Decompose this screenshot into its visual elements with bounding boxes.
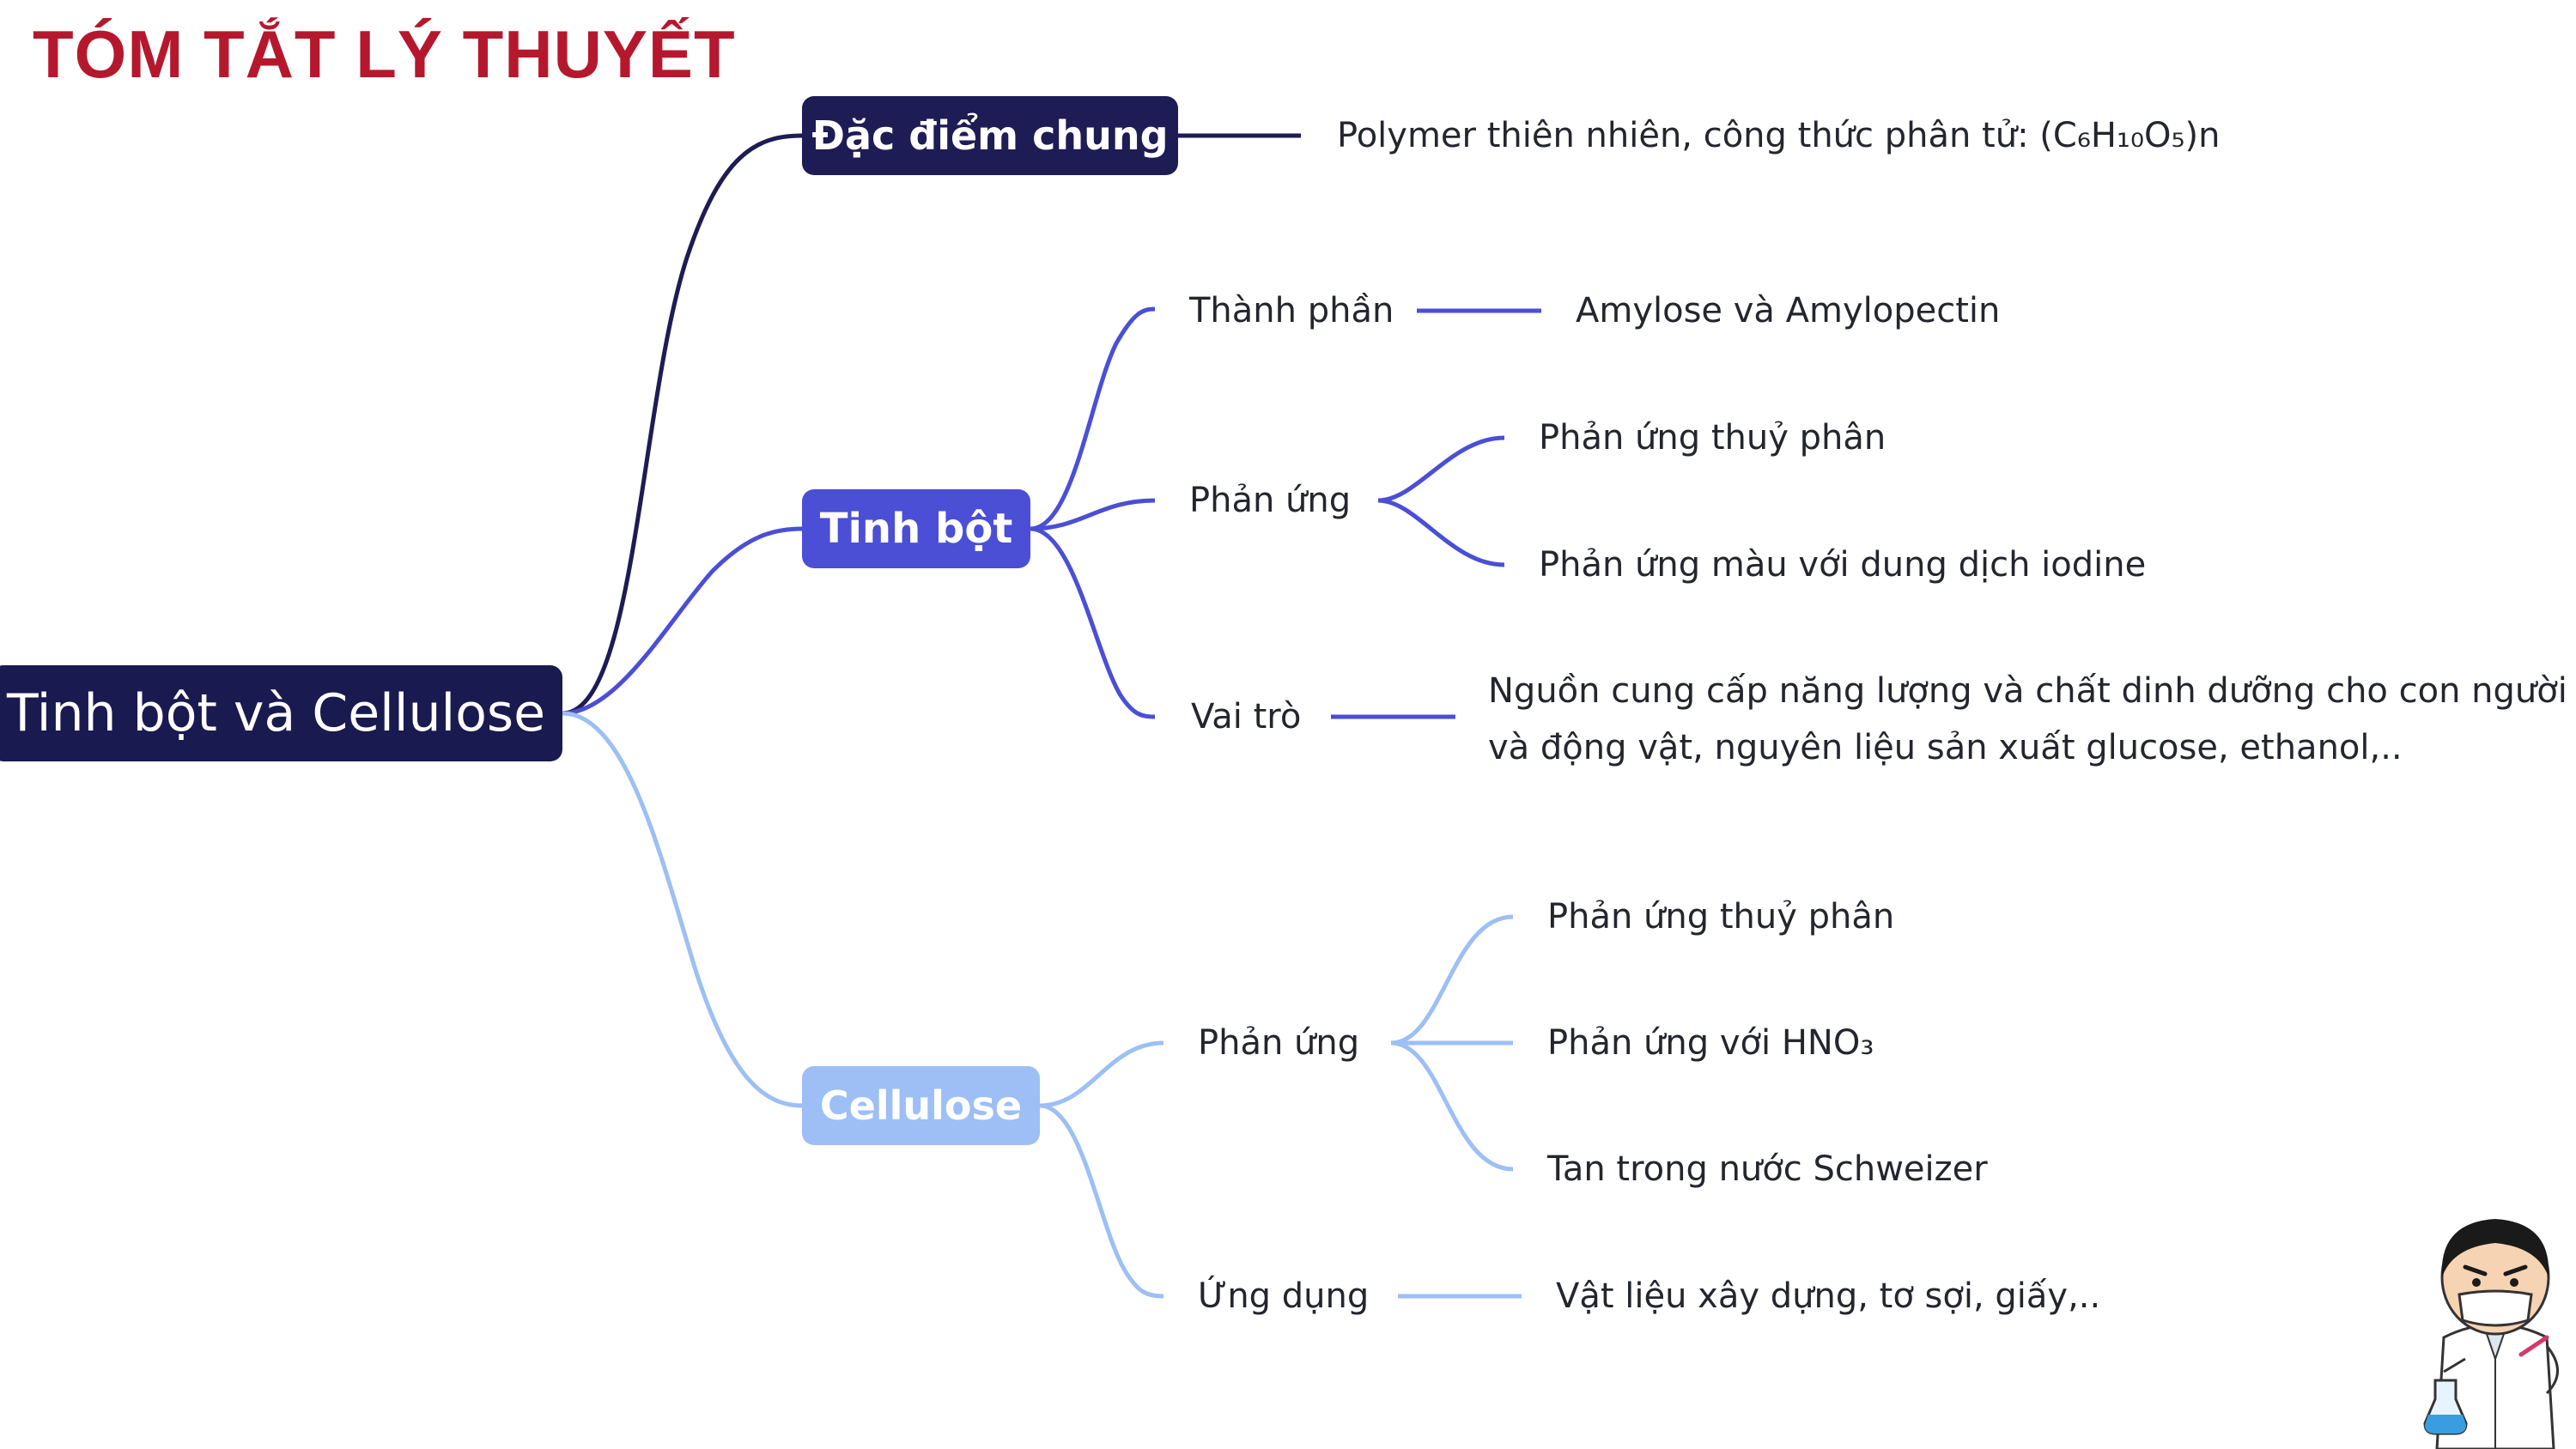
ung-dung-detail: Vật liệu xây dựng, tơ sợi, giấy,.. — [1556, 1276, 2101, 1316]
connector-cel-phanung-item1 — [1390, 914, 1514, 1046]
page-title: TÓM TẮT LÝ THUYẾT — [33, 16, 736, 92]
connector-phanung-item1 — [1377, 435, 1505, 503]
cellulose-phan-ung-item-1: Phản ứng thuỷ phân — [1547, 897, 1895, 937]
node-tinh-bot[interactable]: Tinh bột — [802, 489, 1030, 568]
scientist-character-icon — [2423, 1219, 2559, 1449]
tinh-bot-phan-ung-item-2: Phản ứng màu với dung dịch iodine — [1539, 545, 2147, 585]
connector-root-dacdiem — [562, 133, 803, 716]
node-tinh-bot-label: Tinh bột — [819, 505, 1013, 553]
tinh-bot-vai-tro: Vai trò — [1191, 697, 1302, 737]
connector-cellulose-ungdung — [1039, 1103, 1164, 1299]
root-node[interactable]: Tinh bột và Cellulose — [0, 665, 562, 761]
thanh-phan-detail: Amylose và Amylopectin — [1576, 291, 2001, 330]
cellulose-phan-ung-item-2: Phản ứng với HNO₃ — [1547, 1023, 1874, 1063]
tinh-bot-thanh-phan: Thành phần — [1189, 291, 1394, 330]
dac-diem-chung-detail: Polymer thiên nhiên, công thức phân tử: … — [1337, 116, 2221, 155]
connector-root-cellulose — [562, 711, 803, 1108]
cellulose-ung-dung: Ứng dụng — [1198, 1276, 1370, 1316]
tinh-bot-phan-ung: Phản ứng — [1189, 481, 1352, 520]
connector-cel-phanung-item3 — [1390, 1040, 1514, 1172]
cellulose-phan-ung-item-3: Tan trong nước Schweizer — [1547, 1149, 1988, 1189]
connector-phanung-item2 — [1377, 498, 1505, 567]
node-dac-diem-chung[interactable]: Đặc điểm chung — [802, 96, 1178, 175]
tinh-bot-phan-ung-item-1: Phản ứng thuỷ phân — [1539, 418, 1886, 458]
connector-cellulose-phanung — [1039, 1040, 1164, 1108]
connector-tinhbot-phanung — [1030, 498, 1156, 531]
connector-root-tinhbot — [562, 526, 803, 716]
node-cellulose-label: Cellulose — [819, 1082, 1023, 1129]
connector-tinhbot-thanhphan — [1030, 306, 1156, 531]
root-node-label: Tinh bột và Cellulose — [7, 683, 546, 743]
vai-tro-detail: Nguồn cung cấp năng lượng và chất dinh d… — [1488, 671, 2567, 767]
node-dac-diem-chung-label: Đặc điểm chung — [811, 112, 1169, 159]
node-cellulose[interactable]: Cellulose — [802, 1066, 1040, 1145]
connector-tinhbot-vaitro — [1030, 526, 1156, 719]
cellulose-phan-ung: Phản ứng — [1198, 1023, 1360, 1063]
